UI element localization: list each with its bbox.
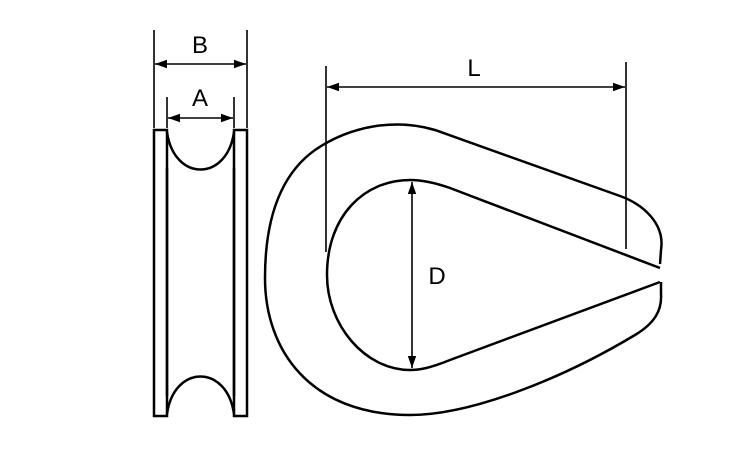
d-label: D bbox=[428, 263, 445, 290]
side-dimensions bbox=[153, 30, 248, 128]
front-dimensions bbox=[325, 62, 627, 368]
b-label: B bbox=[192, 32, 208, 59]
front-view bbox=[263, 123, 663, 417]
left-flange bbox=[152, 128, 169, 418]
right-flange bbox=[232, 128, 249, 418]
thimble-inner-contour bbox=[325, 178, 661, 372]
thimble-outer-contour bbox=[263, 123, 663, 417]
a-label: A bbox=[192, 85, 208, 112]
bottom-groove-arc bbox=[165, 375, 236, 415]
l-label: L bbox=[467, 55, 480, 82]
side-view bbox=[152, 128, 249, 418]
top-groove-arc bbox=[165, 131, 236, 171]
